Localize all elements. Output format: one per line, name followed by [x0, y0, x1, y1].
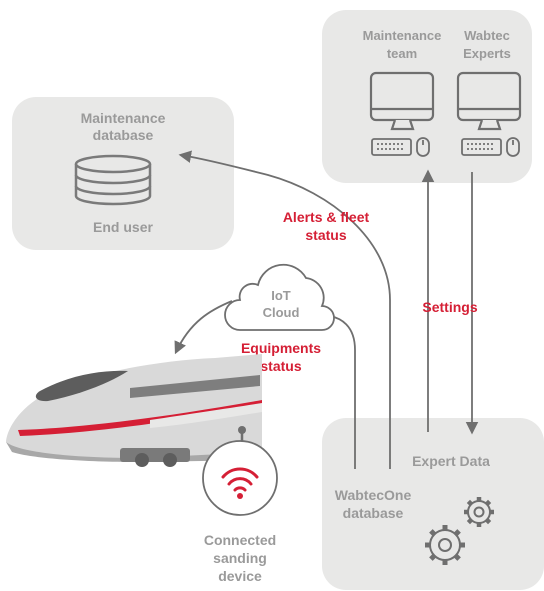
wabtec-experts-label-line1: Wabtec	[464, 28, 510, 43]
connected-sanding-device: Connected sanding device	[202, 440, 278, 584]
wabtecone-database-label-line2: database	[343, 505, 404, 521]
maintenance-database-box: Maintenance database End user	[12, 97, 234, 250]
experts-box: Maintenance team Wabtec Experts	[322, 10, 532, 183]
high-speed-train-illustration	[6, 354, 262, 467]
wabtecone-database-label-line1: WabtecOne	[335, 487, 412, 503]
wabtec-experts-label-line2: Experts	[463, 46, 511, 61]
alerts-fleet-status-label-line2: status	[305, 227, 346, 243]
mouse-icon	[416, 137, 430, 157]
computer-monitor-icon	[369, 71, 435, 131]
maintenance-team-label-line2: team	[387, 46, 417, 61]
end-user-label: End user	[93, 219, 153, 235]
keyboard-icon	[371, 138, 412, 156]
iot-cloud: IoT Cloud	[224, 263, 335, 331]
alerts-fleet-status-label-line1: Alerts & fleet	[283, 209, 370, 225]
gears-icon	[425, 497, 494, 565]
maintenance-database-label-line2: database	[93, 127, 154, 143]
alerts-fleet-status-arrow	[178, 150, 391, 469]
maintenance-team-label-line1: Maintenance	[363, 28, 442, 43]
expert-data-label: Expert Data	[412, 453, 490, 469]
settings-label: Settings	[422, 299, 477, 315]
computer-monitor-icon	[456, 71, 522, 131]
equipments-status-arrow	[174, 300, 233, 355]
database-icon	[74, 154, 152, 206]
mouse-icon	[506, 137, 520, 157]
keyboard-icon	[461, 138, 502, 156]
wabtecone-database-box: Expert Data WabtecOne database	[322, 418, 544, 590]
maintenance-database-label-line1: Maintenance	[81, 110, 166, 126]
equipments-status-label-line2: status	[260, 358, 301, 374]
iot-cloud-label-line2: Cloud	[263, 305, 300, 320]
connected-sanding-device-label-line3: device	[218, 568, 262, 584]
connected-sanding-device-label-line2: sanding	[213, 550, 267, 566]
iot-cloud-label-line1: IoT	[271, 288, 291, 303]
equipments-status-label-line1: Equipments	[241, 340, 321, 356]
cloud-icon	[224, 263, 335, 331]
connected-sanding-device-label-line1: Connected	[204, 532, 276, 548]
wifi-icon	[221, 467, 259, 492]
